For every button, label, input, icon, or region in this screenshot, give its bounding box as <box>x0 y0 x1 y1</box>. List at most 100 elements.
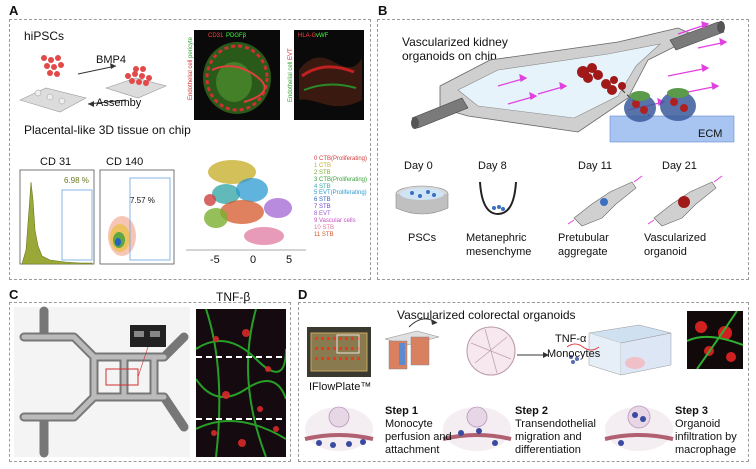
umap-legend-item: 3 CTB(Proliferating) <box>314 176 368 183</box>
umap-legend-item: 0 CTB(Proliferating) <box>314 156 368 162</box>
flow-scatter-cd140 <box>99 169 175 265</box>
umap-legend-item: 8 EVT <box>314 211 331 218</box>
flow-histogram-cd31 <box>19 169 95 265</box>
step3-heading: Step 3 <box>675 405 709 417</box>
colorectal-micrograph <box>687 311 743 369</box>
metanephric-well <box>479 181 517 216</box>
kidney-organoid-cluster <box>577 63 626 95</box>
step1-illustration <box>304 406 374 451</box>
vascularized-chip <box>647 175 723 227</box>
outlet-tube <box>669 21 725 51</box>
flow-arrows <box>497 21 728 111</box>
step1-heading: Step 1 <box>385 405 419 417</box>
day0-label: Day 0 <box>404 160 433 172</box>
stage-vascularized-line2: organoid <box>644 246 687 258</box>
panel-label-a: A <box>9 3 19 18</box>
vascularized-organoids-ecm <box>624 88 696 122</box>
assembly-schematic <box>19 55 167 113</box>
step2-illustration <box>442 406 512 451</box>
panel-label-d: D <box>298 287 308 302</box>
flow-plot-cd140-title: CD 140 <box>106 156 144 168</box>
day8-label: Day 8 <box>478 160 507 172</box>
tnf-alpha-label: TNF-α <box>555 333 587 345</box>
micro1-side-label-b: pericyte <box>188 36 194 58</box>
umap-tick-5: 5 <box>286 254 293 266</box>
step1-line3: attachment <box>385 444 440 456</box>
umap-legend: 0 CTB(Proliferating) 1 CTB 2 STB 3 CTB(P… <box>314 156 367 239</box>
vwf-label: vWF <box>316 33 329 39</box>
placental-micrograph-hla: HLA-G vWF <box>294 30 364 120</box>
panel-a: hiPSCs BMP4 Assemby Placental-like 3D ti… <box>9 19 371 280</box>
panel-b: Vascularized kidney organoids on chip <box>377 19 749 280</box>
panel-c <box>9 302 291 462</box>
hla-label: HLA-G <box>298 33 317 39</box>
umap-legend-item: 1 CTB <box>314 162 332 169</box>
step2-heading: Step 2 <box>515 405 549 417</box>
step2-line3: differentiation <box>515 444 581 456</box>
micro1-side-label-a: Endothelial cell <box>188 59 194 100</box>
placental-micrograph-cd31: CD31 PDGFβ <box>194 30 280 120</box>
hipscs-title: hiPSCs <box>24 29 65 43</box>
placental-subtitle: Placental-like 3D tissue on chip <box>24 123 191 137</box>
stage-psc: PSCs <box>408 232 437 244</box>
stage-vascularized-line1: Vascularized <box>644 232 707 244</box>
umap-tick-neg5: -5 <box>210 254 220 266</box>
bmp4-label: BMP4 <box>96 54 126 66</box>
umap-legend-item: 11 STB <box>314 231 334 238</box>
kidney-title-line2: organoids on chip <box>402 49 497 63</box>
iflowplate-photo <box>307 327 371 377</box>
monocytes-label: Monocytes <box>547 348 601 360</box>
pretubular-chip <box>567 175 643 227</box>
transwell-schematic <box>588 324 672 376</box>
umap-legend-item: 4 STB <box>314 183 331 190</box>
flow-cd140-percent: 7.57 % <box>130 196 155 205</box>
panel-label-c: C <box>9 287 19 302</box>
step2-line1: Transendothelial <box>515 418 596 430</box>
stage-pretubular-line1: Pretubular <box>558 232 609 244</box>
step3-illustration <box>604 405 674 451</box>
umap-legend-item: 5 EVT(Proliferating) <box>314 190 367 197</box>
stage-pretubular-line2: aggregate <box>558 246 608 258</box>
well-cross-section <box>384 330 440 370</box>
micropillar-array-left <box>19 87 87 113</box>
micro2-side-label-a: Endothelial cell <box>288 61 294 102</box>
umap-legend-item: 6 STB <box>314 197 331 204</box>
cell-cluster-right <box>125 66 152 86</box>
umap-plot <box>186 160 306 251</box>
stage-metanephric-line1: Metanephric <box>466 232 527 244</box>
inlet-tube <box>411 97 469 129</box>
step3-line1: Organoid <box>675 418 721 430</box>
cd31-label: CD31 <box>208 33 224 39</box>
step-illustrations <box>304 405 674 451</box>
umap-legend-item: 10 STB <box>314 224 335 231</box>
day11-label: Day 11 <box>578 160 613 172</box>
kidney-chip-schematic <box>411 21 735 143</box>
step3-line2: infiltration by <box>675 431 737 443</box>
step1-line1: Monocyte <box>385 418 433 430</box>
tnf-beta-micrograph <box>196 309 286 457</box>
panel-label-b: B <box>378 3 388 18</box>
tnf-beta-label: TNF-β <box>216 290 251 304</box>
chip-body <box>439 27 697 133</box>
flow-plot-cd31-title: CD 31 <box>40 156 72 168</box>
colorectal-title: Vascularized colorectal organoids <box>397 308 576 322</box>
differentiation-stages <box>395 175 723 227</box>
flow-cd31-percent: 6.98 % <box>64 176 89 185</box>
stage-metanephric-line2: mesenchyme <box>466 246 532 258</box>
umap-legend-item: 9 Vascular cells <box>314 218 356 225</box>
monocyte-cells <box>569 355 579 364</box>
micropillar-array-right <box>105 77 167 99</box>
panel-d: Vascularized colorectal organoids IFlowP… <box>298 302 749 462</box>
step2-line2: migration and <box>515 431 582 443</box>
umap-clusters <box>204 160 292 245</box>
microfluidic-channel-network <box>14 306 190 458</box>
colorectal-schematic <box>384 318 672 376</box>
psc-dish <box>395 185 449 215</box>
iflowplate-label: IFlowPlate™ <box>309 381 372 393</box>
pdgfb-label: PDGFβ <box>226 33 247 39</box>
channel-inset <box>130 325 166 347</box>
micro2-side-label-b: EVT <box>288 48 294 60</box>
step3-line3: macrophage <box>675 444 737 456</box>
umap-tick-0: 0 <box>250 254 257 266</box>
ecm-block <box>609 115 735 143</box>
